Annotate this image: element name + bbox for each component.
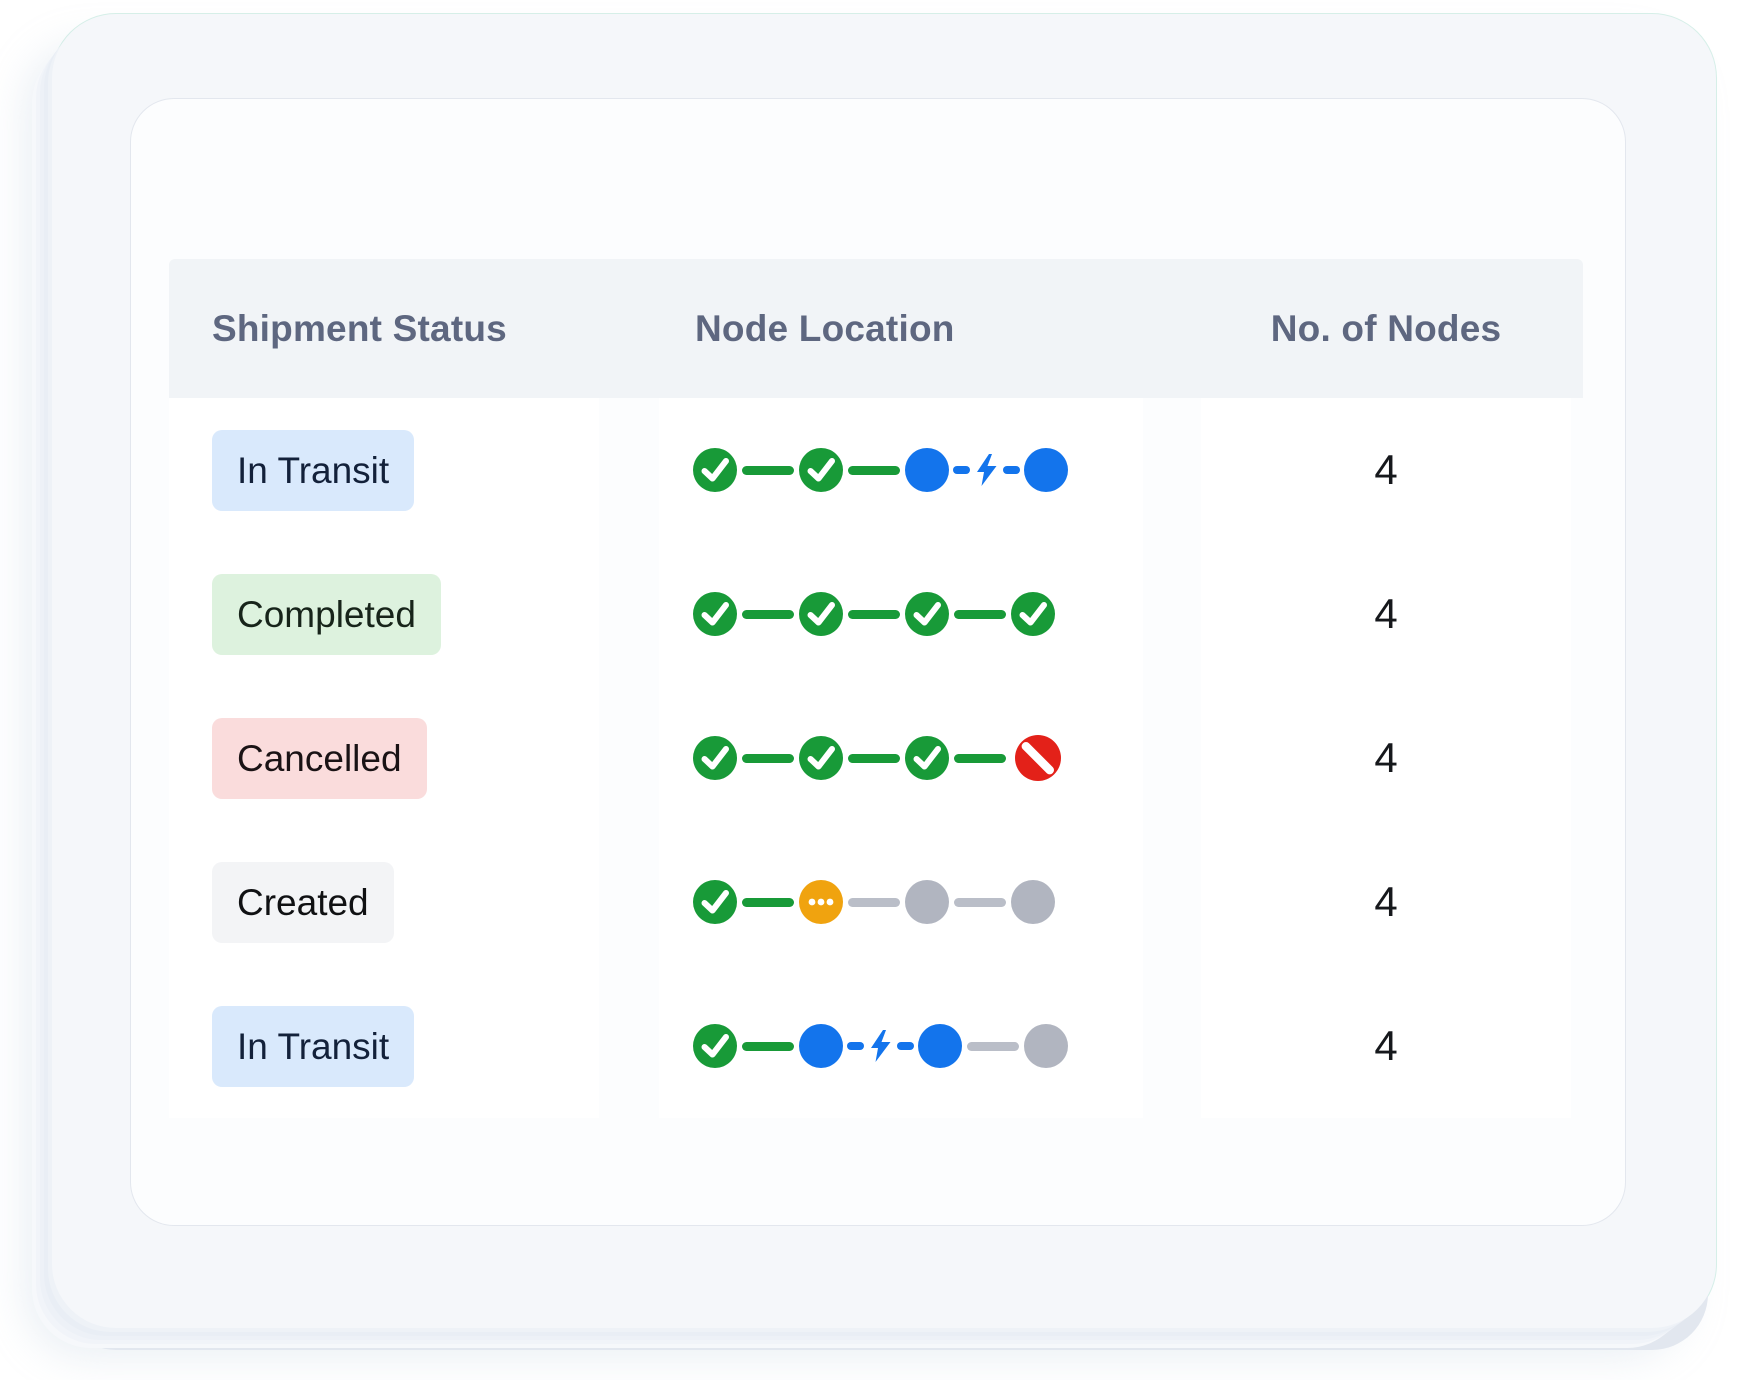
- table-header-row: Shipment Status Node Location No. of Nod…: [169, 259, 1583, 398]
- node-count: 4: [1374, 734, 1398, 781]
- check-circle-icon: [693, 736, 737, 780]
- node-connector: [967, 1041, 1019, 1051]
- check-circle-icon: [693, 880, 737, 924]
- column-gutter: [599, 398, 659, 542]
- node-timeline: [693, 880, 1055, 924]
- lightning-icon: [847, 1030, 914, 1062]
- table-row: Created 4: [169, 830, 1583, 974]
- column-gutter: [1143, 542, 1201, 686]
- node-connector: [848, 609, 900, 619]
- node-count-cell: 4: [1201, 974, 1571, 1118]
- check-circle-icon: [1011, 592, 1055, 636]
- table-body: In Transit 4 Completed 4 Cancelled: [169, 398, 1583, 1118]
- check-circle-icon: [799, 448, 843, 492]
- column-header-node-location: Node Location: [695, 307, 955, 349]
- check-circle-icon: [799, 592, 843, 636]
- node-connector: [954, 897, 1006, 907]
- table-row: Cancelled 4: [169, 686, 1583, 830]
- column-gutter: [599, 974, 659, 1118]
- status-badge: In Transit: [212, 1005, 415, 1087]
- node-count: 4: [1374, 590, 1398, 637]
- active-node-icon: [799, 1024, 843, 1068]
- column-gutter: [1143, 974, 1201, 1118]
- status-cell: Created: [169, 830, 599, 974]
- node-connector: [742, 1041, 794, 1051]
- status-badge: In Transit: [212, 429, 415, 511]
- node-connector: [848, 897, 900, 907]
- column-gutter: [599, 686, 659, 830]
- status-cell: Cancelled: [169, 686, 599, 830]
- column-gutter: [1143, 686, 1201, 830]
- column-header-no-of-nodes: No. of Nodes: [1270, 307, 1502, 349]
- status-cell: Completed: [169, 542, 599, 686]
- node-location-cell: [659, 686, 1143, 830]
- inactive-node-icon: [905, 880, 949, 924]
- check-circle-icon: [905, 736, 949, 780]
- node-count: 4: [1374, 1022, 1398, 1069]
- node-timeline: [693, 592, 1055, 636]
- node-connector: [954, 753, 1006, 763]
- active-node-icon: [918, 1024, 962, 1068]
- column-header-shipment-status: Shipment Status: [212, 307, 507, 349]
- node-timeline: [693, 1024, 1068, 1068]
- node-count: 4: [1374, 446, 1398, 493]
- node-connector: [954, 609, 1006, 619]
- check-circle-icon: [799, 736, 843, 780]
- table-row: Completed 4: [169, 542, 1583, 686]
- status-cell: In Transit: [169, 398, 599, 542]
- node-connector: [742, 753, 794, 763]
- node-timeline: [693, 448, 1068, 492]
- pending-node-icon: [799, 880, 843, 924]
- column-gutter: [599, 542, 659, 686]
- table-row: In Transit 4: [169, 398, 1583, 542]
- node-count-cell: 4: [1201, 398, 1571, 542]
- status-badge: Completed: [212, 573, 441, 655]
- tablet-device-frame: Shipment Status Node Location No. of Nod…: [52, 14, 1716, 1328]
- node-location-cell: [659, 830, 1143, 974]
- status-cell: In Transit: [169, 974, 599, 1118]
- node-location-cell: [659, 974, 1143, 1118]
- node-count-cell: 4: [1201, 830, 1571, 974]
- column-gutter: [1143, 259, 1201, 398]
- node-connector: [848, 465, 900, 475]
- node-timeline: [693, 731, 1065, 785]
- column-gutter: [599, 830, 659, 974]
- table-row: In Transit 4: [169, 974, 1583, 1118]
- cancelled-node-icon: [1011, 731, 1065, 785]
- node-location-cell: [659, 398, 1143, 542]
- status-badge: Created: [212, 861, 394, 943]
- status-badge: Cancelled: [212, 717, 427, 799]
- node-connector: [742, 609, 794, 619]
- content-panel: Shipment Status Node Location No. of Nod…: [130, 98, 1626, 1226]
- node-location-cell: [659, 542, 1143, 686]
- check-circle-icon: [693, 1024, 737, 1068]
- lightning-icon: [953, 454, 1020, 486]
- inactive-node-icon: [1024, 1024, 1068, 1068]
- node-count-cell: 4: [1201, 686, 1571, 830]
- node-count: 4: [1374, 878, 1398, 925]
- active-node-icon: [1024, 448, 1068, 492]
- check-circle-icon: [905, 592, 949, 636]
- column-gutter: [1143, 830, 1201, 974]
- node-connector: [848, 753, 900, 763]
- check-circle-icon: [693, 592, 737, 636]
- inactive-node-icon: [1011, 880, 1055, 924]
- active-node-icon: [905, 448, 949, 492]
- column-gutter: [1143, 398, 1201, 542]
- node-connector: [742, 897, 794, 907]
- check-circle-icon: [693, 448, 737, 492]
- node-connector: [742, 465, 794, 475]
- column-gutter: [599, 259, 659, 398]
- shipment-table: Shipment Status Node Location No. of Nod…: [169, 259, 1583, 1118]
- node-count-cell: 4: [1201, 542, 1571, 686]
